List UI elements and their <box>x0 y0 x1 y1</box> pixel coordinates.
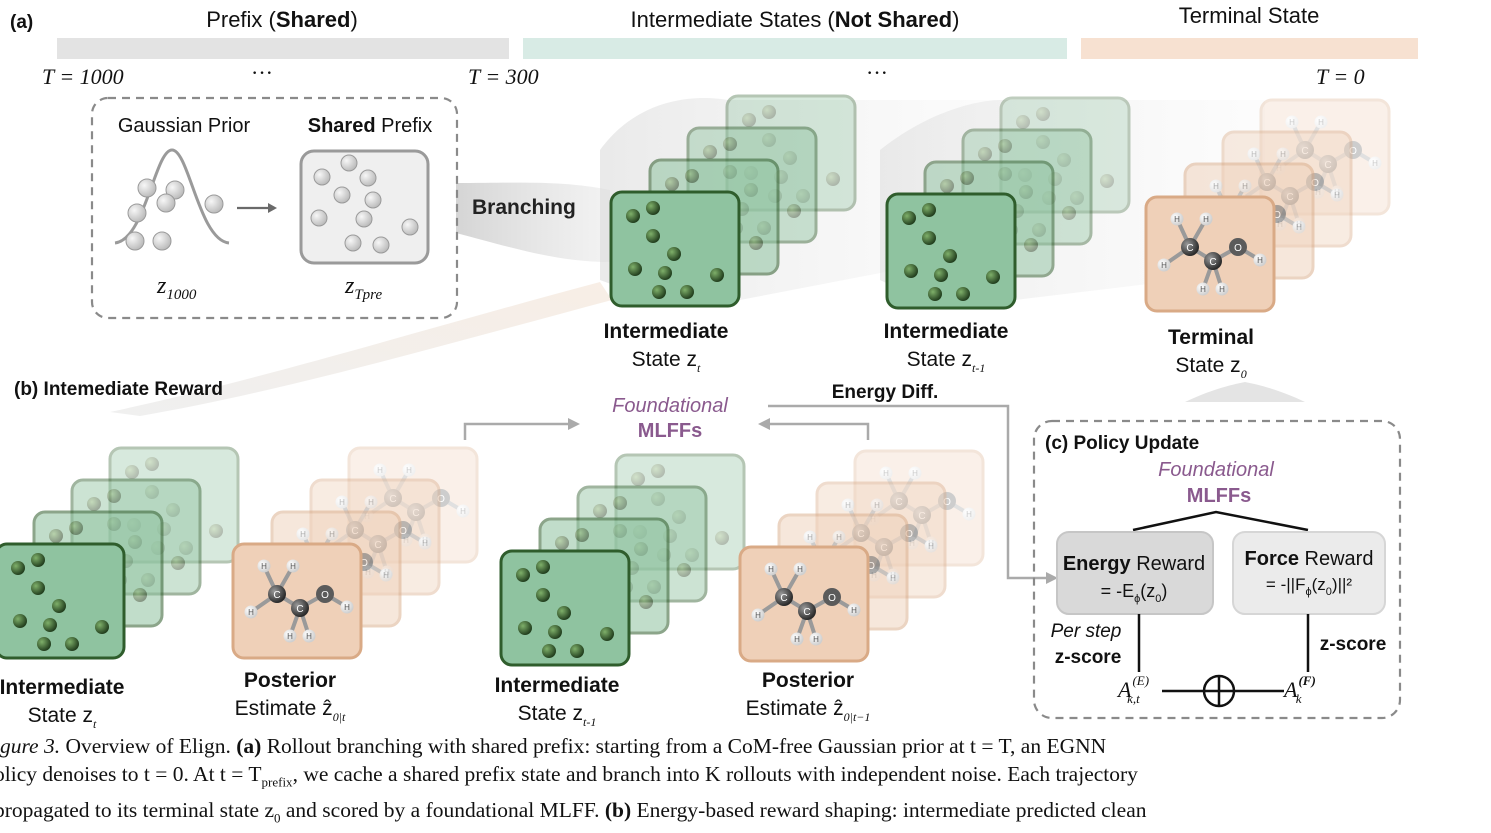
caption-line-2: olicy denoises to t = 0. At t = Tprefix,… <box>0 762 1138 790</box>
shared-prefix-card <box>299 149 430 265</box>
b-left-posterior-estimate: Estimate ẑ0|t <box>235 697 346 724</box>
header-terminal: Terminal State <box>1179 3 1320 28</box>
energy-reward-box <box>1056 531 1214 615</box>
b-left-inter-title: Intermediate <box>0 676 124 699</box>
energy-reward-label: Energy Reward <box>1063 553 1205 575</box>
timestep-300: T = 300 <box>468 64 539 89</box>
b-mid-inter-state: State zt-1 <box>518 702 597 729</box>
bar-intermediate <box>523 38 1067 59</box>
panel-b-green-stack-mid <box>499 453 746 667</box>
timestep-dots-2: ··· <box>866 60 888 85</box>
policy-update-box <box>1032 419 1402 720</box>
panel-c-title: (c) Policy Update <box>1045 433 1199 454</box>
figure-caption: igure 3. Overview of Elign. (a) Rollout … <box>0 732 1491 833</box>
branching-label: Branching <box>472 196 576 219</box>
b-mid-inter-title: Intermediate <box>495 674 620 697</box>
bar-prefix <box>57 38 509 59</box>
panel-b-title: (b) Intemediate Reward <box>14 379 223 400</box>
arrowhead-mlff-right <box>758 418 770 430</box>
energy-diff-arrow <box>768 404 1048 580</box>
prior-arrowhead <box>268 203 277 213</box>
shared-prefix-label: Shared Prefix <box>308 115 433 137</box>
terminal-title: Terminal <box>1168 326 1254 349</box>
prior-particles <box>125 178 224 251</box>
panel-b-peach-stack-mid <box>738 449 985 663</box>
caption-line-3: propagated to its terminal state z0 and … <box>0 798 1147 826</box>
per-step-label: Per step <box>1051 621 1122 642</box>
force-reward-box <box>1232 531 1386 615</box>
overview-figure: HHH HHH CCO (a) Prefix (Shared) Intermed… <box>0 3 1418 731</box>
energy-reward-formula: = -Eϕ(z0) <box>1101 581 1168 605</box>
header-prefix: Prefix (Shared) <box>206 7 358 32</box>
c-mlff-name: MLFFs <box>1187 485 1251 507</box>
b-mlff-foundational: Foundational <box>612 395 728 417</box>
arrowhead-mlff-left <box>568 418 580 430</box>
b-mid-posterior-estimate: Estimate ẑ0|t−1 <box>746 697 871 724</box>
force-reward-formula: = -||Fϕ(z0)||² <box>1266 575 1352 598</box>
diagonal-link <box>110 282 612 416</box>
panel-b-green-stack-left <box>0 446 240 660</box>
panel-b-peach-stack-left <box>231 446 479 660</box>
timestep-0: T = 0 <box>1316 64 1365 89</box>
header-intermediate: Intermediate States (Not Shared) <box>631 7 960 32</box>
inter-t-title: Intermediate <box>604 320 729 343</box>
advantage-energy: A(E)k,t <box>1116 673 1149 706</box>
prefix-box <box>90 96 459 320</box>
prefix-particles <box>310 154 419 254</box>
branching-fan <box>456 182 610 262</box>
timestep-dots-1: ··· <box>251 60 273 85</box>
terminal-link <box>1185 382 1305 402</box>
inter-t-1-state: State zt-1 <box>907 348 986 375</box>
energy-diff-label: Energy Diff. <box>832 382 939 403</box>
gaussian-prior-label: Gaussian Prior <box>118 115 251 137</box>
force-reward-label: Force Reward <box>1245 548 1374 570</box>
bar-terminal <box>1081 38 1418 59</box>
b-left-posterior-title: Posterior <box>244 669 336 692</box>
arrow-to-mlff-right <box>768 422 870 440</box>
arrow-to-mlff-left <box>463 422 570 440</box>
caption-line-1: igure 3. Overview of Elign. (a) Rollout … <box>0 734 1107 758</box>
panel-a-tag: (a) <box>10 12 33 33</box>
inter-t-state: State zt <box>632 348 701 375</box>
c-mlff-foundational: Foundational <box>1158 459 1274 481</box>
zscore-right-label: z-score <box>1320 634 1387 655</box>
terminal-state: State z0 <box>1175 354 1246 381</box>
b-left-inter-state: State zt <box>28 704 97 731</box>
b-mid-posterior-title: Posterior <box>762 669 854 692</box>
z-1000-label: z1000 <box>156 273 197 303</box>
b-mlff-name: MLFFs <box>638 420 702 442</box>
inter-t-1-title: Intermediate <box>884 320 1009 343</box>
energy-diff-arrowhead <box>1046 572 1058 584</box>
z-tpre-label: zTpre <box>344 273 382 303</box>
advantage-force: A(F)k <box>1282 673 1316 706</box>
mlff-split-lines <box>1132 510 1309 532</box>
zscore-left-label: z-score <box>1055 647 1122 668</box>
timestep-1000: T = 1000 <box>42 64 124 89</box>
